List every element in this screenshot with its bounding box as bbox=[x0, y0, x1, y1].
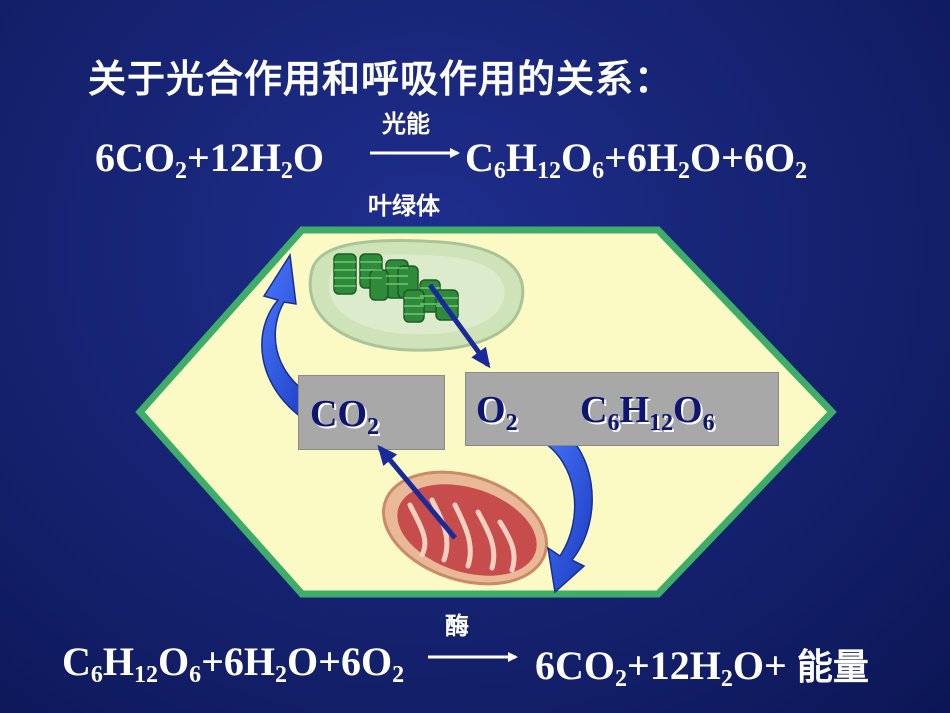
photosynthesis-products: C6H12O6+6H2O+6O2 bbox=[465, 135, 808, 184]
co2-box bbox=[298, 375, 445, 450]
respiration-products: 6CO2+12H2O+ 能量 bbox=[535, 643, 869, 692]
products-box bbox=[465, 372, 779, 446]
page-title: 关于光合作用和呼吸作用的关系： bbox=[88, 57, 674, 101]
respiration-condition-enzyme: 酶 bbox=[445, 612, 469, 640]
photosynthesis-reactants: 6CO2+12H2O bbox=[95, 135, 325, 184]
mitochondrion-to-co2-arrow bbox=[377, 444, 457, 540]
co2-label: CO2 bbox=[310, 393, 379, 440]
co2-to-chloroplast-arrow bbox=[261, 252, 313, 422]
glucose-label: C6H12O6 bbox=[580, 389, 715, 436]
chloroplast-to-o2-arrow bbox=[427, 283, 491, 369]
respiration-reactants: C6H12O6+6H2O+6O2 bbox=[62, 639, 405, 688]
o2-to-mitochondrion-arrow bbox=[539, 416, 593, 594]
respiration-energy: 能量 bbox=[796, 647, 869, 688]
o2-label: O2 bbox=[476, 389, 518, 436]
photosynthesis-condition-light: 光能 bbox=[382, 110, 430, 138]
photosynthesis-condition-chloroplast: 叶绿体 bbox=[368, 192, 440, 220]
